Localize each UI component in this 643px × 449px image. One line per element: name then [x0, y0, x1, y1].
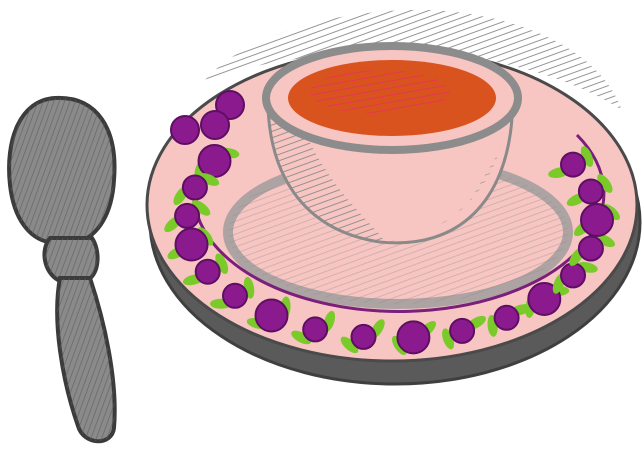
berry-icon	[194, 258, 221, 285]
berry-icon	[350, 323, 377, 350]
spoon-icon	[7, 95, 117, 444]
leaf-icon	[594, 233, 616, 248]
berry-icon	[560, 151, 586, 178]
berry-icon	[174, 227, 209, 262]
leaf-icon	[340, 336, 359, 354]
leaf-icon	[191, 200, 211, 216]
leaf-icon	[580, 146, 594, 167]
berry-icon	[527, 282, 562, 316]
leaf-icon	[291, 330, 312, 345]
leaf-icon	[597, 174, 613, 193]
berry-icon	[222, 282, 248, 309]
berry-icon	[580, 203, 614, 237]
berry-icon	[396, 320, 431, 355]
berry-icon	[493, 304, 520, 331]
berry-icon	[170, 115, 200, 145]
leaf-icon	[215, 253, 229, 274]
berry-icon	[181, 174, 208, 201]
berry-icon	[197, 144, 232, 178]
berry-icon	[215, 90, 245, 120]
berry-icon	[302, 316, 329, 343]
berry-icon	[174, 202, 201, 229]
berry-icon	[200, 110, 230, 140]
berry-icon	[254, 298, 289, 333]
leaf-icon	[198, 173, 220, 186]
berry-icon	[577, 235, 604, 262]
teacup-icon	[262, 42, 522, 245]
berry-icon	[577, 178, 604, 205]
berry-icon	[560, 262, 586, 289]
berry-wreath-icon	[164, 90, 621, 355]
berry-icon	[449, 317, 476, 344]
